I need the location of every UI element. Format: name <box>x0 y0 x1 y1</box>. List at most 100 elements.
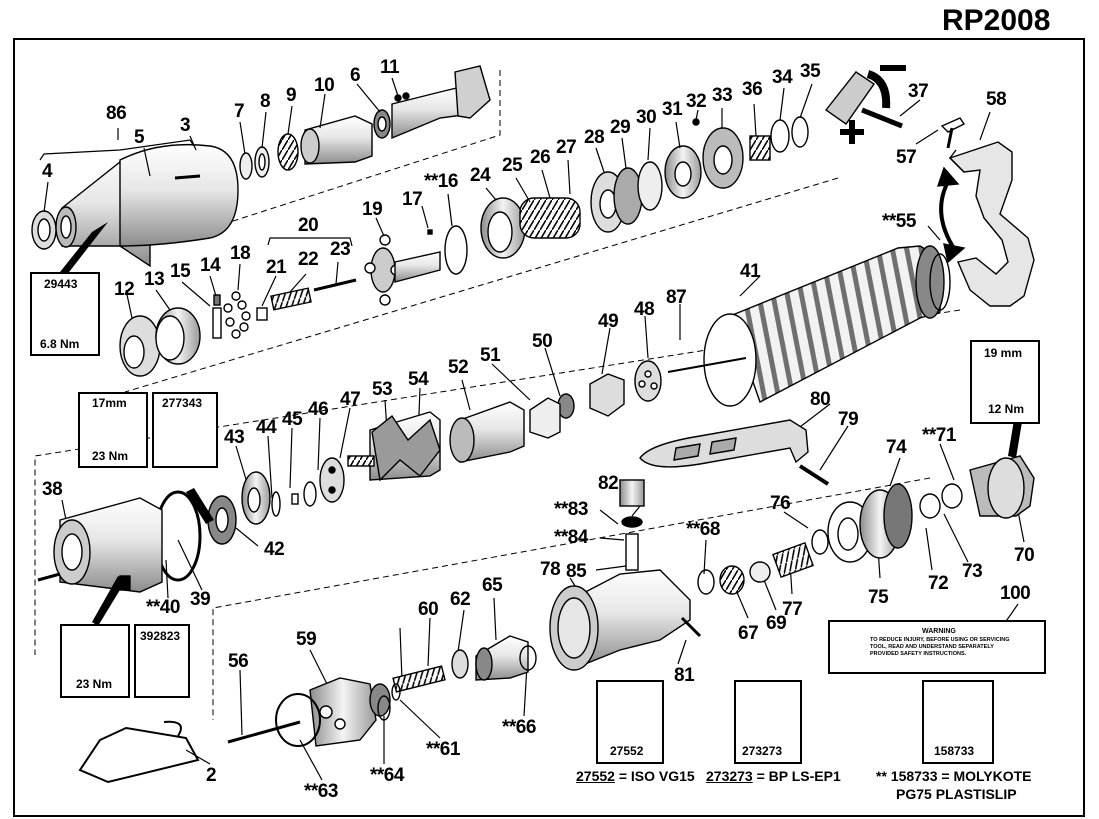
part-label-49: 49 <box>598 311 619 332</box>
lube-code-273273: 273273 <box>742 744 783 758</box>
part-label-46: 46 <box>308 399 329 420</box>
part-label-45: 45 <box>282 409 303 430</box>
part-label-68: **68 <box>686 519 720 540</box>
part-label-14: 14 <box>200 255 221 276</box>
part-label-81: 81 <box>674 665 695 686</box>
tool-box-392823 <box>134 624 190 698</box>
warning-heading: WARNING <box>922 628 956 635</box>
part-label-58: 58 <box>986 89 1007 110</box>
part-label-30: 30 <box>636 107 657 128</box>
part-label-61: **61 <box>426 739 460 760</box>
part-label-10: 10 <box>314 75 335 96</box>
frame <box>13 38 1085 817</box>
part-label-47: 47 <box>340 389 361 410</box>
part-label-74: 74 <box>886 437 907 458</box>
part-label-42: 42 <box>264 539 285 560</box>
part-label-57: 57 <box>896 147 917 168</box>
part-label-7: 7 <box>234 101 245 122</box>
part-label-24: 24 <box>470 165 491 186</box>
legend-27552: 27552 = ISO VG15 <box>576 768 695 784</box>
row1-parts <box>31 65 491 268</box>
part-label-72: 72 <box>928 573 949 594</box>
legend-158733-line1: ** 158733 = MOLYKOTE <box>876 768 1032 784</box>
warning-text: TO REDUCE INJURY, BEFORE USING OR SERVIC… <box>870 637 1010 657</box>
part-label-50: 50 <box>532 331 553 352</box>
part-label-34: 34 <box>772 67 793 88</box>
legend-273273-code: 273273 <box>706 768 753 784</box>
part-label-56: 56 <box>228 651 249 672</box>
part-label-71: **71 <box>922 425 956 446</box>
part-label-64: **64 <box>370 765 404 786</box>
part-label-19: 19 <box>362 199 383 220</box>
part-label-75: 75 <box>868 587 889 608</box>
tool-code-392823: 392823 <box>140 629 181 643</box>
wrench-size-17mm: 17mm <box>92 396 127 410</box>
part-label-39: 39 <box>190 589 211 610</box>
legend-27552-name: = ISO VG15 <box>614 768 695 784</box>
tool-code-277343: 277343 <box>162 396 203 410</box>
part-label-52: 52 <box>448 357 469 378</box>
part-label-22: 22 <box>298 249 319 270</box>
part-label-29: 29 <box>610 117 631 138</box>
row2-parts <box>119 65 906 377</box>
part-label-43: 43 <box>224 427 245 448</box>
torque-spec-23-upper: 23 Nm <box>92 449 129 463</box>
dashed-guides <box>34 70 961 720</box>
warning-label: WARNING TO REDUCE INJURY, BEFORE USING O… <box>828 620 1046 674</box>
part-label-25: 25 <box>502 155 523 176</box>
part-label-70: 70 <box>1014 545 1035 566</box>
part-label-73: 73 <box>962 561 983 582</box>
part-label-36: 36 <box>742 79 763 100</box>
diagram-title: RP2008 <box>942 4 1051 37</box>
part-label-78: 78 <box>540 559 561 580</box>
part-label-77: 77 <box>782 599 803 620</box>
part-label-80: 80 <box>810 389 831 410</box>
legend-273273-name: = BP LS-EP1 <box>752 768 841 784</box>
torque-box-29443 <box>30 272 100 356</box>
part-label-37: 37 <box>908 81 929 102</box>
lube-code-158733: 158733 <box>934 744 975 758</box>
row4-parts <box>37 360 662 593</box>
part-label-79: 79 <box>838 409 859 430</box>
wrench-size-19mm: 19 mm <box>984 346 1023 360</box>
legend-273273: 273273 = BP LS-EP1 <box>706 768 841 784</box>
row3-parts <box>667 117 1035 407</box>
part-label-100: 100 <box>1000 583 1031 604</box>
part-label-20: 20 <box>298 215 319 236</box>
part-label-38: 38 <box>42 479 63 500</box>
part-label-9: 9 <box>286 85 297 106</box>
part-label-6: 6 <box>350 65 361 86</box>
lube-box-27552 <box>596 680 664 764</box>
part-label-5: 5 <box>134 127 145 148</box>
part-label-83: **83 <box>554 499 588 520</box>
part-label-28: 28 <box>584 127 605 148</box>
part-label-76: 76 <box>770 493 791 514</box>
part-label-66: **66 <box>502 717 536 738</box>
lube-code-27552: 27552 <box>610 744 644 758</box>
part-label-8: 8 <box>260 91 271 112</box>
row6-parts <box>78 455 1035 784</box>
part-label-16: **16 <box>424 171 458 192</box>
lube-box-158733 <box>922 680 994 764</box>
part-label-69: 69 <box>766 613 787 634</box>
torque-box-19mm <box>970 340 1040 424</box>
part-label-15: 15 <box>170 261 191 282</box>
part-label-53: 53 <box>372 379 393 400</box>
part-label-27: 27 <box>556 137 577 158</box>
row5-parts <box>619 419 830 571</box>
part-label-55: **55 <box>882 211 916 232</box>
lube-box-273273 <box>734 680 802 764</box>
part-label-87: 87 <box>666 287 687 308</box>
part-label-4: 4 <box>42 161 53 182</box>
legend-27552-code: 27552 <box>576 768 615 784</box>
torque-box-23nm <box>60 624 130 698</box>
torque-box-17mm <box>78 392 148 468</box>
part-label-40: **40 <box>146 597 180 618</box>
part-label-44: 44 <box>256 417 277 438</box>
part-label-11: 11 <box>380 57 400 78</box>
part-label-60: 60 <box>418 599 439 620</box>
part-label-21: 21 <box>266 257 287 278</box>
part-label-82: 82 <box>598 473 619 494</box>
part-label-23: 23 <box>330 239 351 260</box>
